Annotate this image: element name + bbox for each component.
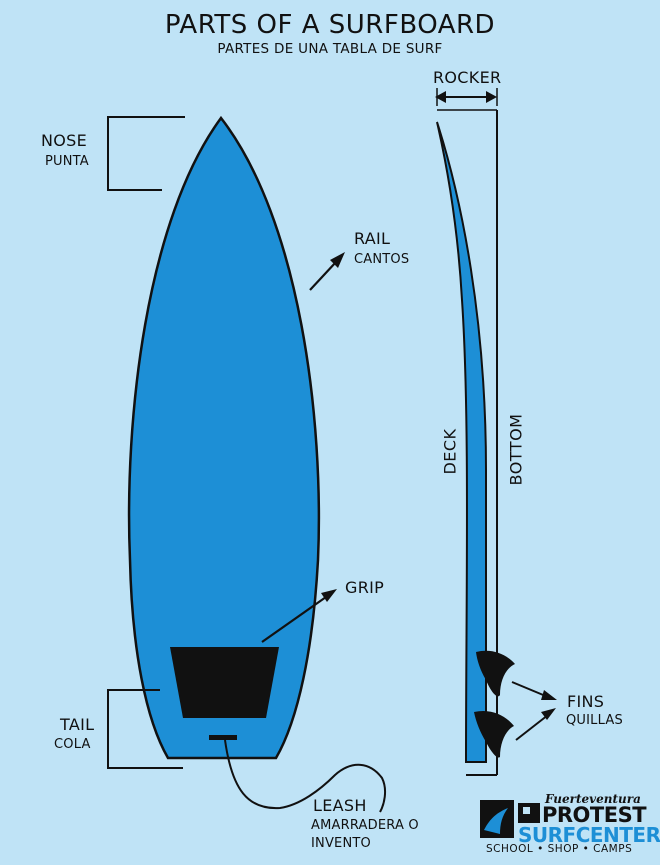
logo-location: Fuerteventura xyxy=(545,792,641,806)
bottom-label: BOTTOM xyxy=(506,413,526,486)
nose-label-es: PUNTA xyxy=(45,154,89,169)
fins-arrow-lower-line xyxy=(515,714,549,741)
logo-surfer-wave xyxy=(484,808,508,834)
tail-label: TAIL xyxy=(60,715,95,734)
fins-arrow-lower-head xyxy=(541,708,556,720)
leash-label-es-line1: AMARRADERA O xyxy=(311,818,419,833)
rail-label: RAIL xyxy=(354,229,391,248)
leash-cord xyxy=(224,739,387,813)
fin-upper xyxy=(476,650,515,697)
fins-label-es: QUILLAS xyxy=(566,713,623,728)
page-subtitle: PARTES DE UNA TABLA DE SURF xyxy=(217,41,443,57)
leash-plug xyxy=(209,735,237,740)
grip-arrow-line xyxy=(261,596,327,643)
rocker-arrow-right xyxy=(486,91,497,103)
nose-label: NOSE xyxy=(41,131,88,150)
fins-arrow-upper-line xyxy=(511,681,549,698)
rail-arrow-line xyxy=(309,261,337,291)
grip-label: GRIP xyxy=(345,578,385,597)
tail-bracket xyxy=(107,689,183,769)
nose-bracket xyxy=(107,116,185,191)
rocker-label: ROCKER xyxy=(433,68,502,87)
leash-label: LEASH xyxy=(313,796,367,815)
surfboard-side-view xyxy=(436,121,487,763)
logo-tagline: SCHOOL • SHOP • CAMPS xyxy=(486,843,633,855)
grip-arrow-head xyxy=(321,589,337,602)
leash-label-es-line2: INVENTO xyxy=(311,836,371,851)
logo-brand: PROTEST xyxy=(542,803,647,827)
rail-label-es: CANTOS xyxy=(354,252,410,267)
fin-lower xyxy=(474,710,514,758)
fins-label: FINS xyxy=(567,692,605,711)
fins-arrow-upper-head xyxy=(541,690,557,700)
rocker-arrow-left xyxy=(435,91,446,103)
rail-arrow-head xyxy=(330,252,345,268)
surfboard-top-view xyxy=(127,115,321,760)
page-title: PARTS OF A SURFBOARD xyxy=(164,10,496,40)
tail-label-es: COLA xyxy=(54,737,91,752)
grip-pad xyxy=(170,647,279,718)
deck-label: DECK xyxy=(440,428,460,475)
logo-name: SURFCENTER xyxy=(518,823,660,847)
